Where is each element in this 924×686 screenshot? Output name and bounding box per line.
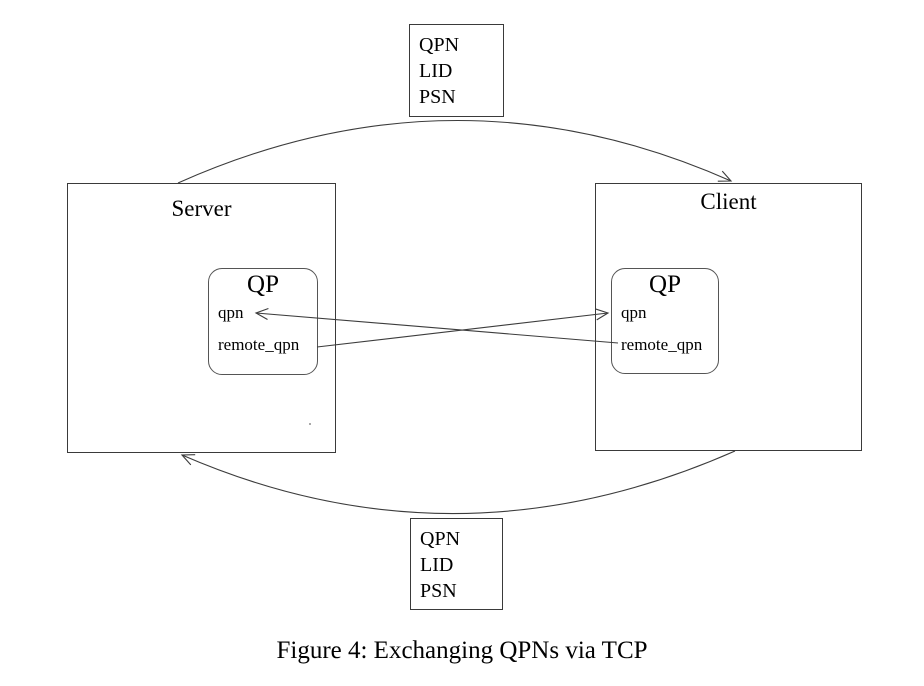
client-remote-qpn-field-label: remote_qpn <box>621 335 703 354</box>
message-field-label: QPN <box>419 34 460 56</box>
arrow-server-remote-qpn-to-client-qpn <box>316 308 610 348</box>
client-qp-box: QP qpn remote_qpn <box>611 268 719 374</box>
message-field-label: LID <box>419 60 453 82</box>
server-remote-qpn-field-label: remote_qpn <box>218 335 300 354</box>
message-field-label: QPN <box>420 528 461 550</box>
server-qp-box: QP qpn remote_qpn <box>208 268 318 375</box>
server-qp-title: QP <box>247 271 279 298</box>
message-field-label: PSN <box>419 86 456 108</box>
message-field-label: LID <box>420 554 454 576</box>
tcp-arc-client-to-server <box>180 450 736 515</box>
figure-caption: Figure 4: Exchanging QPNs via TCP <box>276 637 648 664</box>
top-message-box: QPN LID PSN <box>409 24 504 117</box>
tcp-arc-server-to-client <box>177 120 733 184</box>
stray-dot-artifact <box>309 423 311 425</box>
client-qpn-field-label: qpn <box>621 303 647 322</box>
client-label: Client <box>700 189 757 214</box>
client-qp-title: QP <box>649 271 681 298</box>
message-field-label: PSN <box>420 580 457 602</box>
bottom-message-box: QPN LID PSN <box>410 518 503 610</box>
server-label: Server <box>171 196 232 221</box>
server-qpn-field-label: qpn <box>218 303 244 322</box>
